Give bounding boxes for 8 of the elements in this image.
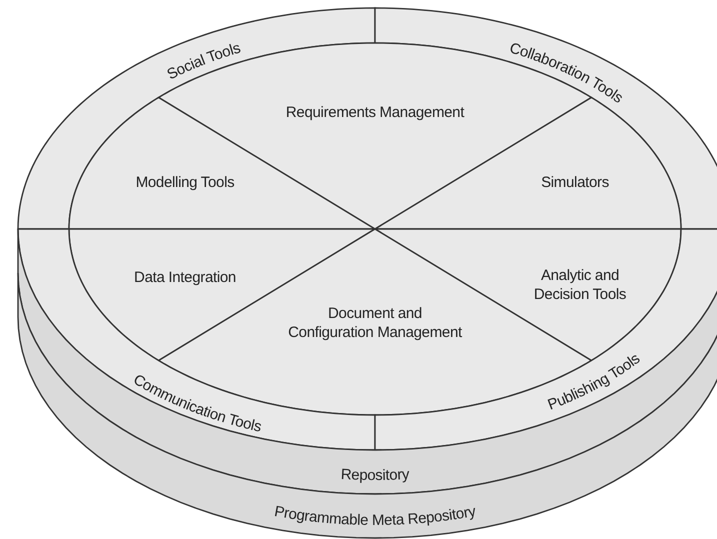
sector-label: Requirements Management [286, 104, 464, 122]
sector-label: Data Integration [134, 268, 236, 288]
sector-label: Modelling Tools [136, 174, 234, 192]
sector-label: Document and Configuration Management [287, 305, 463, 343]
layer-label: Repository [340, 466, 410, 484]
sector-label: Simulators [541, 174, 609, 192]
sector-label: Analytic and Decision Tools [532, 267, 628, 305]
layer-label: Programmable Meta Repository [273, 502, 477, 530]
